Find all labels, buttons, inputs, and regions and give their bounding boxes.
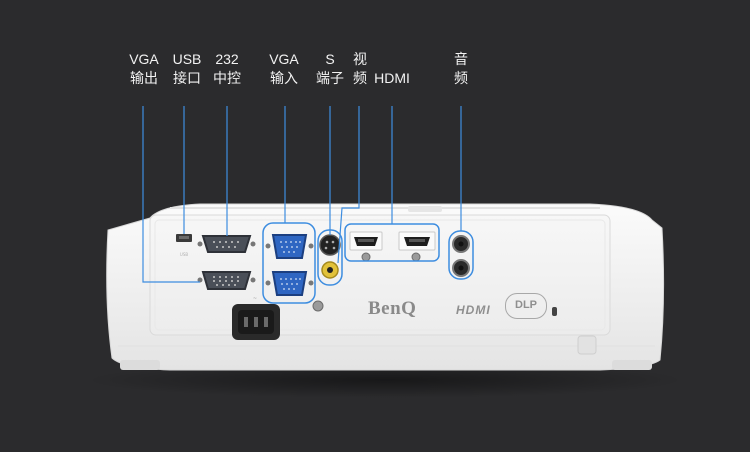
label-vga-input: VGA 输入 — [267, 50, 301, 88]
s-video-port — [319, 234, 341, 256]
label-line: USB — [172, 51, 202, 67]
kensington-lock — [552, 307, 557, 316]
label-audio: 音 频 — [444, 50, 478, 88]
label-line: 视 — [353, 51, 367, 67]
power-socket: ~ — [232, 296, 280, 340]
label-s-video: S 端子 — [313, 50, 347, 88]
label-line: 音 — [454, 51, 468, 67]
label-usb: USB 接口 — [170, 50, 204, 88]
rs232-port — [197, 235, 256, 253]
label-line: 输出 — [130, 70, 158, 86]
label-vga-output: VGA 输出 — [127, 50, 161, 88]
dlp-logo: DLP — [505, 293, 547, 319]
floor-shadow — [85, 362, 685, 398]
label-rs232: 232 中控 — [210, 50, 244, 88]
usb-port: USB — [176, 234, 192, 257]
label-line: 接口 — [173, 70, 201, 86]
label-line: 端子 — [316, 70, 344, 86]
label-line: 输入 — [270, 70, 298, 86]
label-line: VGA — [129, 51, 159, 67]
vga-input-port-1 — [265, 234, 314, 259]
screw — [411, 252, 421, 262]
hdmi-port-2 — [398, 231, 436, 251]
composite-video-port — [321, 261, 339, 279]
label-line: VGA — [269, 51, 299, 67]
hdmi-logo: HDMI — [456, 303, 491, 317]
screw — [312, 300, 324, 312]
label-line: HDMI — [374, 70, 410, 86]
vga-input-port-2 — [265, 271, 314, 296]
label-line: 中控 — [213, 70, 241, 86]
label-line: 频 — [353, 70, 367, 86]
label-line: 频 — [454, 70, 468, 86]
label-line: 232 — [215, 51, 239, 67]
brand-logo: BenQ — [368, 298, 417, 319]
audio-in-jack — [452, 235, 470, 253]
label-line: S — [325, 51, 335, 67]
screw — [361, 252, 371, 262]
projector-body — [106, 203, 665, 371]
svg-text:USB: USB — [180, 252, 188, 257]
vga-output-port — [197, 271, 256, 290]
svg-text:~: ~ — [253, 296, 257, 302]
audio-out-jack — [452, 259, 470, 277]
label-video: 视 频 — [343, 50, 377, 88]
hdmi-port-1 — [349, 231, 383, 251]
callout-lines — [142, 106, 462, 283]
label-hdmi: HDMI — [370, 69, 414, 88]
